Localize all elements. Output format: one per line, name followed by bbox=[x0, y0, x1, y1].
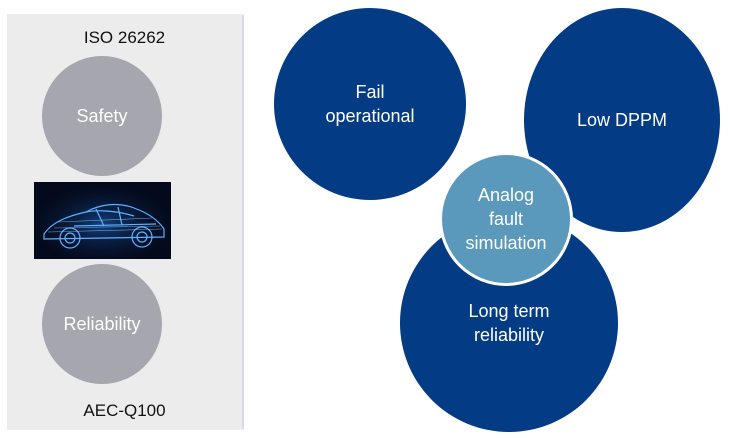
standards-panel: ISO 26262 Safety bbox=[7, 14, 242, 430]
analog-fault-simulation-label: Analog fault simulation bbox=[465, 185, 547, 253]
low-dppm-label: Low DPPM bbox=[576, 110, 668, 130]
fail-operational-label: Fail operational bbox=[325, 82, 415, 126]
long-term-reliability-label: Long term reliability bbox=[468, 301, 550, 345]
safety-label: Safety bbox=[76, 105, 128, 126]
car-wireframe-image bbox=[34, 182, 171, 259]
reliability-circle: Reliability bbox=[42, 264, 162, 384]
safety-circle: Safety bbox=[42, 56, 162, 176]
reliability-label: Reliability bbox=[63, 313, 141, 334]
fail-operational-circle: Fail operational bbox=[274, 8, 466, 200]
iso-26262-label: ISO 26262 bbox=[83, 28, 166, 47]
analog-fault-simulation-circle: Analog fault simulation bbox=[439, 152, 573, 286]
aec-q100-label: AEC-Q100 bbox=[83, 401, 166, 420]
